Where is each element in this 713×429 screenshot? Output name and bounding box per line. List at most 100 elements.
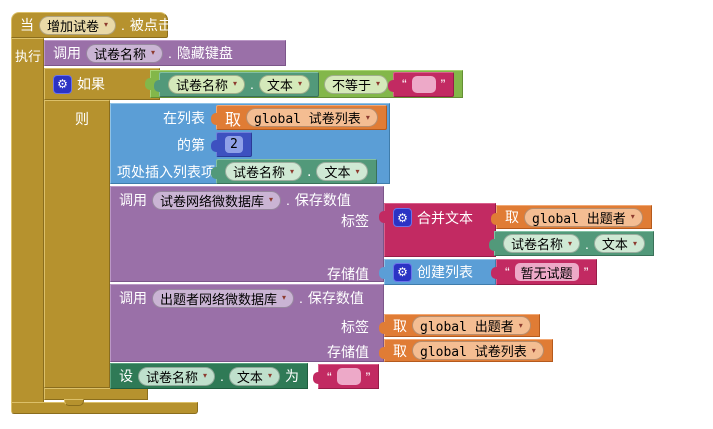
open-quote: “ [505, 264, 510, 280]
open-quote: “ [327, 368, 332, 385]
close-quote: ” [365, 368, 371, 385]
chevron-down-icon: ▾ [203, 371, 208, 380]
get-global-author-block[interactable]: 取 global 出题者 ▾ [491, 205, 652, 229]
number-block[interactable]: 2 [211, 132, 252, 157]
join-label: 合并文本 [417, 210, 473, 226]
get-global-author-block[interactable]: 取 global 出题者 ▾ [379, 314, 540, 337]
dot-separator: . [299, 290, 303, 306]
getter-component-dropdown[interactable]: 试卷名称 ▾ [503, 234, 581, 253]
dot-separator: . [286, 192, 290, 208]
string-block[interactable]: “ 暂无试题 ” [490, 259, 598, 285]
chevron-down-icon: ▾ [267, 371, 272, 380]
variable-dropdown[interactable]: global 出题者 ▾ [412, 316, 531, 335]
empty-string-block[interactable]: “ ” [387, 71, 455, 97]
empty-string-block[interactable]: “ ” [312, 364, 380, 389]
dot-separator: . [585, 235, 589, 252]
insert-item-label: 项处插入列表项 [117, 163, 215, 180]
number-field[interactable]: 2 [225, 136, 243, 153]
string-text-field[interactable] [336, 368, 361, 385]
event-block-footer [11, 402, 198, 414]
call-label: 调用 [119, 290, 147, 306]
getter-component-dropdown[interactable]: 试卷名称 ▾ [225, 162, 303, 181]
set-label: 设 [119, 368, 133, 384]
getter-property-dropdown[interactable]: 文本 ▾ [258, 74, 310, 94]
component-property-getter[interactable]: 试卷名称 ▾ . 文本 ▾ [489, 231, 654, 256]
dot-separator: . [250, 76, 254, 92]
variable-dropdown[interactable]: global 试卷列表 ▾ [412, 341, 544, 360]
chevron-down-icon: ▾ [297, 79, 302, 88]
setter-property-dropdown[interactable]: 文本 ▾ [228, 366, 280, 386]
close-quote: ” [440, 76, 446, 92]
string-text-field[interactable]: 暂无试题 [514, 263, 579, 281]
chevron-down-icon: ▾ [531, 345, 536, 355]
value-slot-label: 存储值 [327, 344, 369, 360]
if-block-bottom-tab [64, 399, 84, 406]
tag-slot-label: 标签 [341, 213, 369, 229]
chevron-down-icon: ▾ [269, 195, 274, 204]
getter-property-dropdown[interactable]: 文本 ▾ [593, 234, 645, 253]
getter-component-dropdown[interactable]: 试卷名称 ▾ [168, 74, 246, 94]
dot-separator: . [307, 162, 312, 180]
event-block-left-column: 执行 [11, 38, 44, 403]
value-slot-label: 存储值 [327, 266, 369, 282]
get-label: 取 [225, 111, 242, 129]
get-global-list-block[interactable]: 取 global 试卷列表 ▾ [211, 105, 387, 130]
insert-list-item-block[interactable]: 在列表 取 global 试卷列表 ▾ 的第 2 项处插入列表项 试卷名称 ▾ [110, 103, 390, 184]
if-block-then-column: 则 [44, 100, 110, 388]
variable-dropdown[interactable]: global 试卷列表 ▾ [246, 108, 378, 127]
set-property-block[interactable]: 设 试卷名称 ▾ . 文本 ▾ 为 [110, 363, 308, 389]
call-header: 调用 试卷网络微数据库 ▾ . 保存数值 [111, 187, 383, 213]
method-label: 隐藏键盘 [176, 45, 233, 61]
join-text-block[interactable]: ⚙ 合并文本 [379, 203, 496, 257]
call-save-value-block-2[interactable]: 调用 出题者网络微数据库 ▾ . 保存数值 标签 存储值 [110, 284, 384, 362]
event-name-label: 被点击 [129, 17, 172, 33]
dot-separator: . [121, 17, 125, 33]
chevron-down-icon: ▾ [151, 48, 156, 57]
index-label: 的第 [177, 136, 205, 153]
dot-separator: . [168, 45, 172, 61]
make-list-block[interactable]: ⚙ 创建列表 [379, 259, 496, 285]
call-label: 调用 [119, 192, 147, 208]
mutator-gear-icon[interactable]: ⚙ [53, 74, 72, 94]
if-block-footer [44, 388, 148, 400]
when-label: 当 [20, 17, 34, 33]
do-label: 执行 [15, 49, 42, 64]
in-list-label: 在列表 [163, 109, 205, 126]
chevron-down-icon: ▾ [518, 320, 523, 330]
chevron-down-icon: ▾ [355, 166, 360, 176]
mutator-gear-icon[interactable]: ⚙ [393, 208, 412, 227]
chevron-down-icon: ▾ [290, 166, 295, 176]
mutator-gear-icon[interactable]: ⚙ [393, 262, 412, 282]
compare-operator-dropdown[interactable]: 不等于 ▾ [323, 74, 388, 94]
setter-component-dropdown[interactable]: 试卷名称 ▾ [138, 366, 216, 386]
if-block-header[interactable]: ⚙ 如果 [44, 68, 160, 100]
chevron-down-icon: ▾ [104, 20, 109, 29]
close-quote: ” [583, 264, 589, 280]
call-hide-keyboard-block[interactable]: 调用 试卷名称 ▾ . 隐藏键盘 [44, 40, 286, 66]
get-label: 取 [393, 317, 407, 334]
tinydb-component-dropdown[interactable]: 出题者网络微数据库 ▾ [152, 288, 295, 308]
method-label: 保存数值 [294, 192, 351, 208]
variable-dropdown[interactable]: global 出题者 ▾ [524, 207, 643, 227]
tinydb-component-dropdown[interactable]: 试卷网络微数据库 ▾ [152, 190, 282, 210]
insert-row-index: 的第 2 [111, 131, 389, 158]
if-label: 如果 [77, 76, 105, 92]
get-global-list-block[interactable]: 取 global 试卷列表 ▾ [379, 339, 553, 362]
component-property-getter[interactable]: 试卷名称 ▾ . 文本 ▾ [154, 71, 319, 97]
get-label: 取 [393, 342, 407, 359]
call-save-value-block-1[interactable]: 调用 试卷网络微数据库 ▾ . 保存数值 标签 存储值 [110, 186, 384, 282]
chevron-down-icon: ▾ [632, 238, 637, 248]
dot-separator: . [220, 368, 224, 384]
getter-property-dropdown[interactable]: 文本 ▾ [316, 162, 368, 181]
event-component-dropdown[interactable]: 增加试卷 ▾ [39, 15, 117, 35]
open-quote: “ [401, 76, 407, 92]
hide-keyboard-component-dropdown[interactable]: 试卷名称 ▾ [86, 43, 164, 63]
event-block-header[interactable]: 当 增加试卷 ▾ . 被点击 [11, 12, 172, 38]
tag-slot-label: 标签 [341, 319, 369, 335]
chevron-down-icon: ▾ [568, 238, 573, 248]
to-label: 为 [284, 368, 299, 384]
component-property-getter[interactable]: 试卷名称 ▾ . 文本 ▾ [211, 159, 377, 184]
get-label: 取 [505, 209, 519, 225]
string-text-field[interactable] [411, 75, 436, 93]
text-compare-block[interactable]: 试卷名称 ▾ . 文本 ▾ 不等于 ▾ “ ” [144, 70, 464, 98]
